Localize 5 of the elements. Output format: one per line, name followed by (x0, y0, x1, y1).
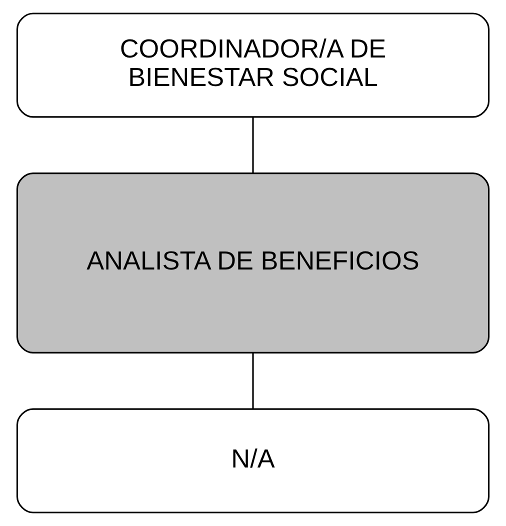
node-box: ANALISTA DE BENEFICIOS (16, 172, 490, 354)
node-box: N/A (16, 408, 490, 514)
connector (252, 352, 254, 409)
node-box: COORDINADOR/A DE BIENESTAR SOCIAL (16, 12, 490, 118)
connector (252, 117, 254, 173)
